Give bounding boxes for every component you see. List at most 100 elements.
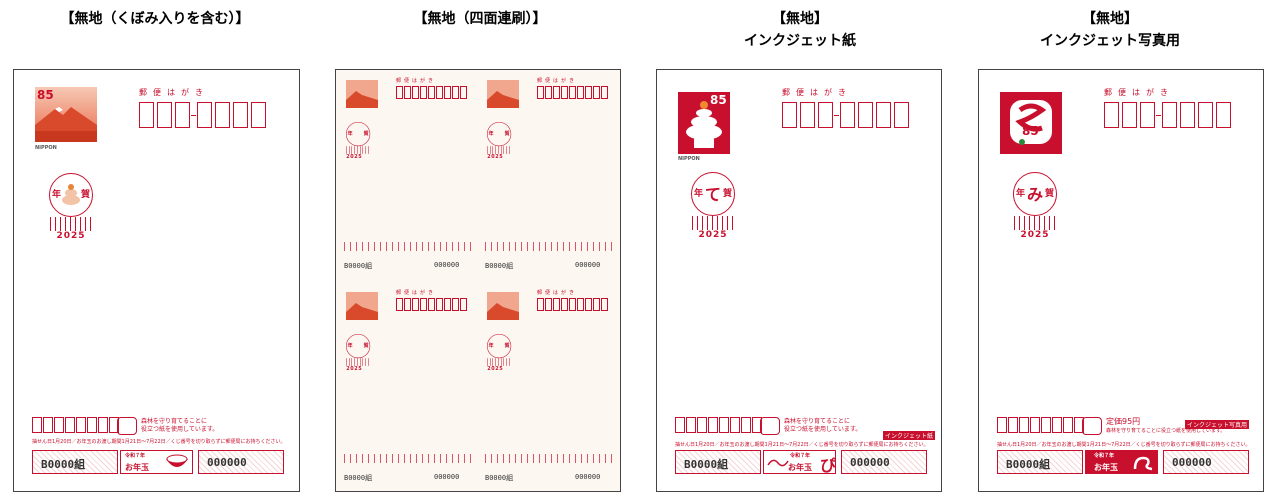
new-year-postmark: 年 み 賀 2025 <box>1005 172 1065 240</box>
postmark-right: 賀 <box>80 190 90 200</box>
inkjet-badge: インクジェット紙 <box>883 431 936 440</box>
lottery-number: 000000 <box>1172 456 1212 469</box>
lottery-group-number: B0000組 <box>1006 458 1051 471</box>
postcard-label: 郵便はがき <box>139 88 209 97</box>
mini-postmark: 年賀 2025 <box>487 334 512 371</box>
small-number-boxes <box>32 417 120 433</box>
mini-zip-boxes <box>396 298 468 311</box>
postcard-inkjet: 85 NIPPON 郵便はがき 年 て 賀 2025 森林を守り育てることに役立… <box>656 69 942 492</box>
stamp-image <box>678 92 730 154</box>
mini-postcard-label: 郵便はがき <box>537 78 578 84</box>
mini-bottom-strip <box>344 454 474 463</box>
caption-inkjet-line1: 【無地】 <box>772 11 828 27</box>
mini-stamp <box>346 80 378 108</box>
lottery-notice: 抽せん日1月20日／お年玉のお渡し期間1月21日〜7月22日／くじ番号を切り取ら… <box>32 439 286 445</box>
lottery-group-number: B0000組 <box>41 458 86 471</box>
caption-inkjet-photo-line2: インクジェット写真用 <box>1040 33 1180 49</box>
stamp-image <box>1000 92 1062 154</box>
mini-bottom-strip <box>485 454 615 463</box>
snake-icon <box>1133 456 1153 471</box>
forest-notice: 森林を守り育てることに役立つ紙を使用しています。 <box>141 418 219 433</box>
postmark-lines <box>50 217 92 231</box>
mini-stamp <box>346 292 378 320</box>
postmark-year: 2025 <box>698 230 728 240</box>
postmark-left: 年 <box>52 190 62 200</box>
new-year-postmark: 年 て 賀 2025 <box>683 172 743 240</box>
forest-notice: 森林を守り育てることに役立つ紙を使用しています。 <box>784 418 862 433</box>
otoshidama-label: お年玉 <box>1094 463 1118 472</box>
postmark-char: み <box>1027 185 1044 204</box>
caption-four-panel: 【無地（四面連刷）】 <box>413 11 547 27</box>
caption-plain: 【無地（くぼみ入りを含む）】 <box>60 11 250 27</box>
mini-postmark: 年賀 2025 <box>346 122 371 159</box>
fsc-logo <box>760 417 780 435</box>
lottery-number: 000000 <box>850 456 890 469</box>
postcard-four-panel: 郵便はがき 年賀 2025 B0000組 000000 郵便はがき 年賀 202… <box>335 69 621 492</box>
mini-lottery: B0000組 <box>344 474 373 482</box>
lottery-number-box: 000000 <box>198 450 284 474</box>
postcard-label: 郵便はがき <box>782 88 852 97</box>
otoshidama-label: お年玉 <box>788 463 812 472</box>
mini-bottom-strip <box>485 242 615 251</box>
caption-inkjet-photo: 【無地】 インクジェット写真用 <box>1010 8 1210 52</box>
otoshidama-label: お年玉 <box>125 463 149 472</box>
panel-bottom-right: 郵便はがき 年賀 2025 B0000組 000000 <box>479 282 622 492</box>
reiwa-label: 令和７年 <box>125 453 146 459</box>
price-label: 定価95円 <box>1106 417 1141 426</box>
stamp-price: 85 <box>37 88 54 102</box>
zip-code-boxes <box>782 102 912 128</box>
mini-lottery2: 000000 <box>434 473 460 481</box>
fsc-logo <box>117 417 137 435</box>
kagami-mochi-icon <box>62 184 80 205</box>
forest-notice: 森林を守り育てることに役立つ紙を使用しています。 <box>1106 428 1226 434</box>
caption-inkjet-photo-line1: 【無地】 <box>1082 11 1138 27</box>
postmark-year: 2025 <box>56 231 86 241</box>
mini-zip-boxes <box>537 86 609 99</box>
mini-bottom-strip <box>344 242 474 251</box>
mini-lottery2: 000000 <box>434 261 460 269</box>
fsc-logo <box>1082 417 1102 435</box>
postcard-plain: 85 NIPPON 郵便はがき 年 賀 2025 森林を守り育てることに役立つ紙… <box>13 69 300 492</box>
zip-code-boxes <box>139 102 269 128</box>
lottery-number-box: 000000 <box>841 450 927 474</box>
stamp-image <box>35 87 97 142</box>
small-number-boxes <box>675 417 763 433</box>
panel-top-left: 郵便はがき 年賀 2025 B0000組 000000 <box>336 70 479 280</box>
stamp-nippon: NIPPON <box>35 145 57 151</box>
mini-lottery: B0000組 <box>344 262 373 270</box>
mini-lottery2: 000000 <box>575 473 601 481</box>
postcard-label: 郵便はがき <box>1104 88 1174 97</box>
lottery-group-number: B0000組 <box>684 458 729 471</box>
stamp-price: 85 <box>1022 124 1039 138</box>
panel-top-right: 郵便はがき 年賀 2025 B0000組 000000 <box>479 70 622 280</box>
bowl-icon <box>166 454 188 467</box>
otoshidama-box: 令和７年 お年玉 <box>120 450 193 474</box>
otoshidama-box: 令和７年 お年玉 <box>1085 450 1158 474</box>
mini-lottery2: 000000 <box>575 261 601 269</box>
lottery-number-box: 000000 <box>1163 450 1249 474</box>
panel-bottom-left: 郵便はがき 年賀 2025 B0000組 000000 <box>336 282 479 492</box>
postmark-circle: 年 賀 <box>49 173 93 217</box>
caption-inkjet: 【無地】 インクジェット紙 <box>700 8 900 52</box>
inkjet-photo-badge: インクジェット写真用 <box>1185 420 1250 429</box>
mini-stamp <box>487 80 519 108</box>
mini-postmark: 年賀 2025 <box>487 122 512 159</box>
lottery-notice: 抽せん日1月20日／お年玉のお渡し期間1月21日〜7月22日／くじ番号を切り取ら… <box>997 442 1251 448</box>
mini-postmark: 年賀 2025 <box>346 334 371 371</box>
mini-zip-boxes <box>537 298 609 311</box>
mini-postcard-label: 郵便はがき <box>396 290 437 296</box>
small-number-boxes <box>997 417 1085 433</box>
caption-inkjet-line2: インクジェット紙 <box>744 33 856 49</box>
snake-icon <box>767 459 789 467</box>
stamp-price: 85 <box>710 93 727 107</box>
mini-lottery: B0000組 <box>485 262 514 270</box>
new-year-postmark: 年 賀 2025 <box>41 173 101 241</box>
postmark-year: 2025 <box>1020 230 1050 240</box>
postmark-char: て <box>705 185 722 204</box>
mini-postcard-label: 郵便はがき <box>396 78 437 84</box>
mini-lottery: B0000組 <box>485 474 514 482</box>
mini-postcard-label: 郵便はがき <box>537 290 578 296</box>
lottery-group-box: B0000組 <box>32 450 118 474</box>
otoshidama-box: 令和７年 お年玉 ぴ <box>763 450 836 475</box>
postmark-circle: 年 て 賀 <box>691 172 735 216</box>
